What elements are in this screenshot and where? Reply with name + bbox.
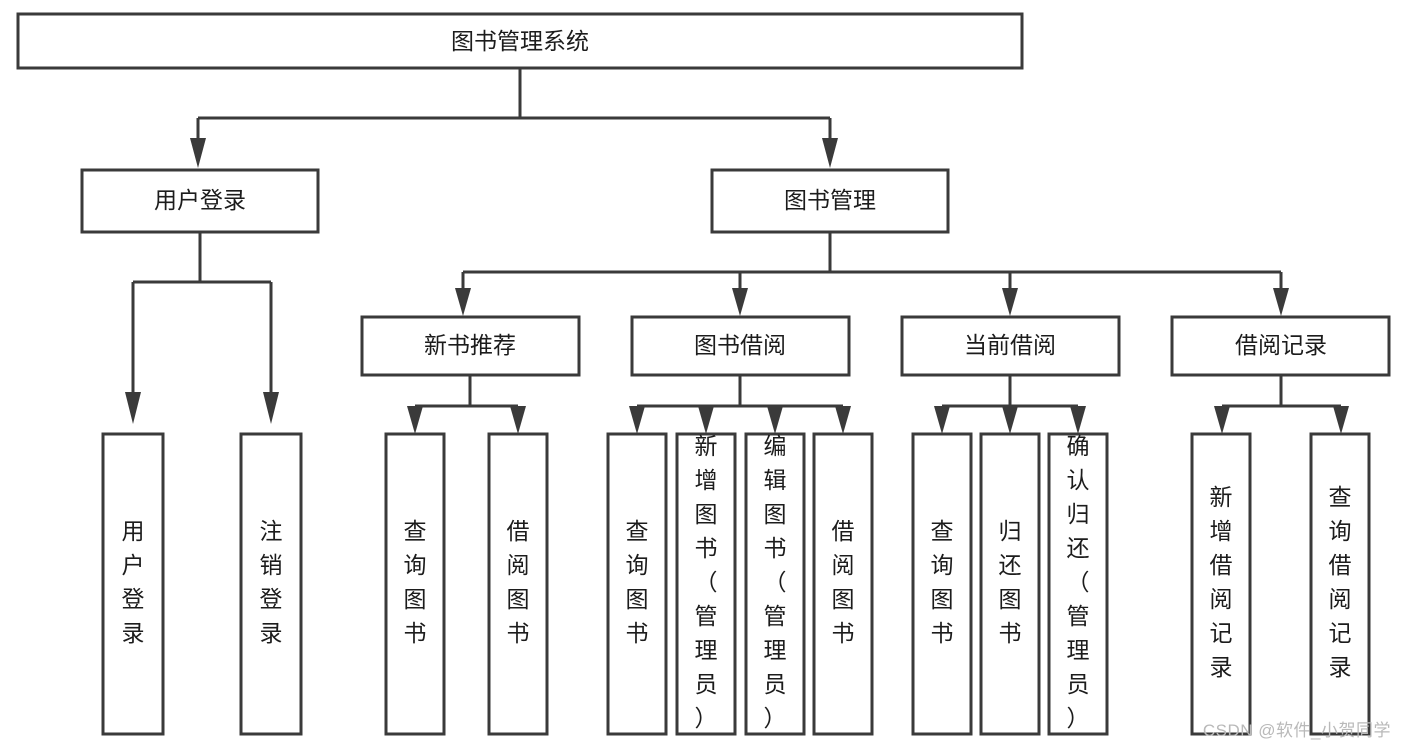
node-leaf-current-return-label: 归还图书 [999,518,1022,646]
node-bookmgmt-label: 图书管理 [784,187,876,213]
arrow-head-icon [767,406,783,434]
node-leaf-newbook-borrow-label: 借阅图书 [507,518,530,646]
node-leaf-user-logout[interactable]: 注销登录 [239,432,303,736]
connector-newbook-to-leaves [407,375,526,434]
node-borrow[interactable]: 图书借阅 [630,315,851,377]
node-leaf-user-login-label: 用户登录 [122,518,145,646]
arrow-head-icon [1002,406,1018,434]
node-leaf-borrow-edit[interactable]: 编辑图书（管理员） [744,432,806,736]
connector-root-to-level2 [190,68,838,168]
arrow-head-icon [1070,406,1086,434]
node-leaf-current-query-label: 查询图书 [931,518,954,646]
node-leaf-current-confirm[interactable]: 确认归还（管理员） [1047,432,1109,736]
node-leaf-newbook-query[interactable]: 查询图书 [384,432,446,736]
connector-borrow-to-leaves [629,375,851,434]
arrow-head-icon [1002,288,1018,316]
node-current[interactable]: 当前借阅 [900,315,1121,377]
connector-current-to-leaves [934,375,1086,434]
arrow-head-icon [510,406,526,434]
node-bookmgmt[interactable]: 图书管理 [710,168,950,234]
csdn-watermark: CSDN @软件_小贺同学 [1202,721,1391,740]
node-leaf-records-add-label: 新增借阅记录 [1210,484,1233,680]
node-current-label: 当前借阅 [964,332,1056,358]
arrow-head-icon [263,392,279,424]
node-leaf-newbook-query-label: 查询图书 [404,518,427,646]
node-leaf-borrow-query-label: 查询图书 [626,518,649,646]
node-leaf-current-return[interactable]: 归还图书 [979,432,1041,736]
node-leaf-borrow-query[interactable]: 查询图书 [606,432,668,736]
node-leaf-user-login[interactable]: 用户登录 [101,432,165,736]
node-records-label: 借阅记录 [1235,332,1327,358]
node-borrow-label: 图书借阅 [694,332,786,358]
node-leaf-newbook-borrow[interactable]: 借阅图书 [487,432,549,736]
arrow-head-icon [629,406,645,434]
arrow-head-icon [698,406,714,434]
arrow-head-icon [732,288,748,316]
node-leaf-records-add[interactable]: 新增借阅记录 [1190,432,1252,736]
node-leaf-borrow-add[interactable]: 新增图书（管理员） [675,432,737,736]
node-leaf-user-logout-label: 注销登录 [260,518,283,646]
arrow-head-icon [125,392,141,424]
node-newbook[interactable]: 新书推荐 [360,315,581,377]
connector-bookmgmt-to-level3 [455,232,1289,316]
connector-records-to-leaves [1214,375,1349,434]
node-leaf-records-query[interactable]: 查询借阅记录 [1309,432,1371,736]
arrow-head-icon [190,138,206,168]
node-root-label: 图书管理系统 [451,28,589,54]
node-leaf-borrow-add-label: 新增图书（管理员） [695,433,718,731]
node-leaf-borrow-lend-label: 借阅图书 [832,518,855,646]
connector-login-to-leaves [125,232,279,424]
arrow-head-icon [822,138,838,168]
arrow-head-icon [835,406,851,434]
node-login-label: 用户登录 [154,187,246,213]
node-leaf-current-confirm-label: 确认归还（管理员） [1067,433,1090,731]
arrow-head-icon [1214,406,1230,434]
node-records[interactable]: 借阅记录 [1170,315,1391,377]
node-leaf-borrow-edit-label: 编辑图书（管理员） [764,433,787,731]
arrow-head-icon [1273,288,1289,316]
node-root[interactable]: 图书管理系统 [16,12,1024,70]
arrow-head-icon [934,406,950,434]
node-leaf-records-query-label: 查询借阅记录 [1329,484,1352,680]
arrow-head-icon [455,288,471,316]
node-newbook-label: 新书推荐 [424,332,516,358]
node-leaf-borrow-lend[interactable]: 借阅图书 [812,432,874,736]
arrow-head-icon [407,406,423,434]
node-login[interactable]: 用户登录 [80,168,320,234]
node-leaf-current-query[interactable]: 查询图书 [911,432,973,736]
arrow-head-icon [1333,406,1349,434]
